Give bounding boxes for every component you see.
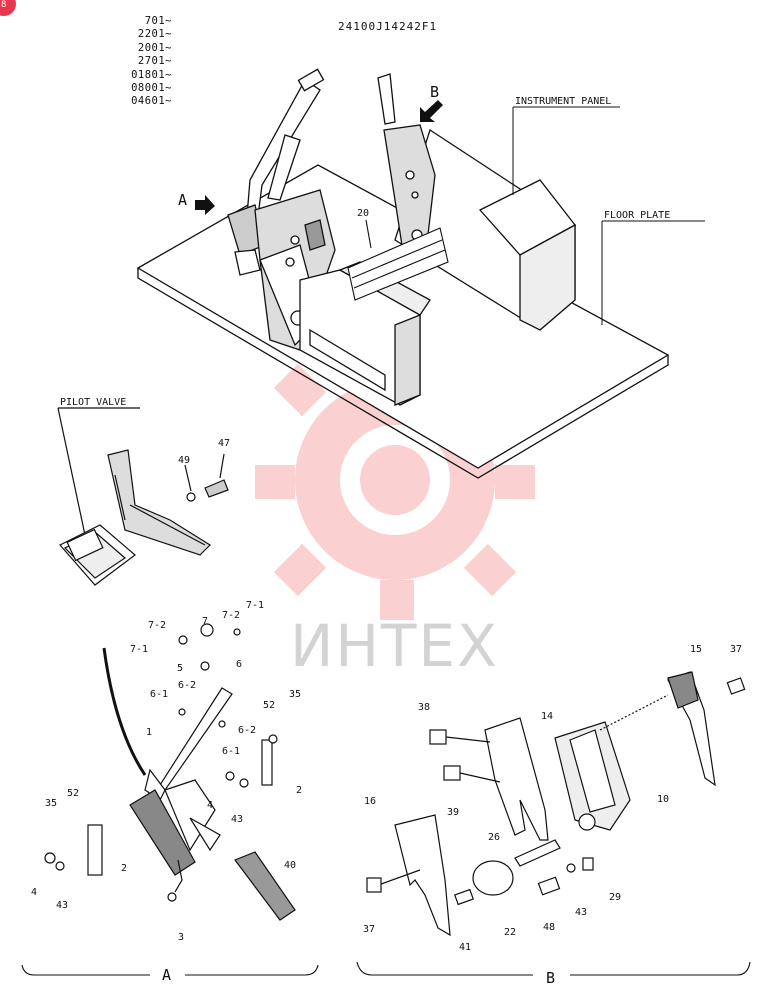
callout-7-2a: 7-2: [148, 620, 166, 631]
callout-16: 16: [364, 796, 376, 807]
callout-48: 48: [543, 922, 555, 933]
pilot-valve: [57, 407, 229, 586]
section-a-drawing: [44, 623, 296, 921]
section-b-drawing: [366, 671, 746, 937]
view-b-label: B: [430, 83, 439, 101]
view-a-arrow-icon: [195, 195, 215, 215]
callout-43b: 43: [56, 900, 68, 911]
item-20-rail: [347, 219, 449, 301]
pilot-valve-label: PILOT VALVE: [60, 397, 126, 408]
callout-1: 1: [146, 727, 152, 738]
serial-range: 701~: [144, 15, 172, 27]
view-a-label: A: [178, 191, 187, 209]
callout-6-1b: 6-1: [222, 746, 240, 757]
callout-4a: 4: [207, 800, 213, 811]
callout-14: 14: [541, 711, 553, 722]
callout-37a: 37: [730, 644, 742, 655]
callout-3: 3: [178, 932, 184, 943]
serial-range: 01801~: [131, 68, 172, 81]
main-leaders: [512, 106, 705, 325]
serial-range: 2701~: [137, 55, 172, 68]
instrument-panel-label: INSTRUMENT PANEL: [515, 96, 611, 107]
section-b-label: B: [546, 969, 555, 987]
callout-29: 29: [609, 892, 621, 903]
callout-35b: 35: [45, 798, 57, 809]
callout-7: 7: [202, 616, 208, 627]
callout-52a: 52: [263, 700, 275, 711]
callout-7-1b: 7-1: [130, 644, 148, 655]
section-brackets: [21, 961, 751, 976]
serial-range: 04601~: [131, 95, 172, 108]
callout-7-1a: 7-1: [246, 600, 264, 611]
callout-4b: 4: [31, 887, 37, 898]
view-b-arrow-icon: [420, 100, 443, 122]
callout-43a: 43: [231, 814, 243, 825]
callout-6-2a: 6-2: [178, 680, 196, 691]
item-20-label: 20: [357, 208, 369, 219]
callout-49: 49: [178, 455, 190, 466]
serial-range: 08001~: [131, 82, 172, 95]
callout-40: 40: [284, 860, 296, 871]
callout-22: 22: [504, 927, 516, 938]
callout-43c: 43: [575, 907, 587, 918]
callout-39: 39: [447, 807, 459, 818]
callout-47: 47: [218, 438, 230, 449]
floor-plate-label: FLOOR PLATE: [604, 210, 670, 221]
callout-41: 41: [459, 942, 471, 953]
serial-range: 2001~: [137, 41, 172, 54]
callout-6-2b: 6-2: [238, 725, 256, 736]
callout-5: 5: [177, 663, 183, 674]
callout-35a: 35: [289, 689, 301, 700]
callout-52b: 52: [67, 788, 79, 799]
section-a-callouts: 7-2 7 7-2 7-1 7-1 5 6 6-2 6-1 1 6-2 6-1 …: [31, 600, 302, 943]
watermark-text: ИНТЕХ: [290, 612, 499, 680]
callout-6: 6: [236, 659, 242, 670]
serial-range-list: 701~ 2201~ 2001~ 2701~ 01801~ 08001~ 046…: [112, 15, 172, 109]
callout-26: 26: [488, 832, 500, 843]
part-number: 24100J14242F1: [338, 20, 438, 33]
page-badge: 8: [0, 0, 16, 16]
section-a-label: A: [162, 966, 171, 984]
callout-37b: 37: [363, 924, 375, 935]
instrument-panel: [394, 128, 576, 331]
callout-10: 10: [657, 794, 669, 805]
callout-6-1a: 6-1: [150, 689, 168, 700]
section-b-callouts: 15 37 38 14 39 10 16 26 29 43 48 22 41 3…: [363, 644, 742, 953]
swing-lever-assembly: [377, 73, 436, 266]
callout-38: 38: [418, 702, 430, 713]
callout-15: 15: [690, 644, 702, 655]
serial-range: 2201~: [137, 28, 172, 41]
callout-2a: 2: [296, 785, 302, 796]
callout-2b: 2: [121, 863, 127, 874]
callout-7-2b: 7-2: [222, 610, 240, 621]
